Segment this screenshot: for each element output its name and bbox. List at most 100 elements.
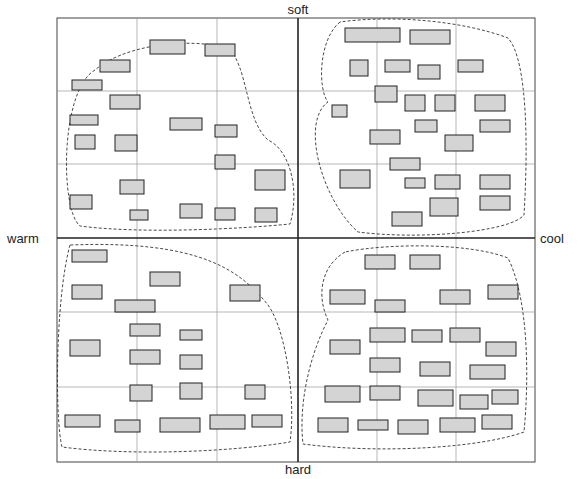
product-thumbnail bbox=[350, 60, 368, 76]
product-thumbnail bbox=[480, 175, 510, 189]
product-thumbnail bbox=[458, 60, 483, 72]
map-frame bbox=[57, 18, 535, 462]
product-thumbnail bbox=[325, 386, 360, 402]
product-thumbnail bbox=[358, 420, 388, 430]
product-thumbnail bbox=[150, 272, 180, 286]
grid-line bbox=[57, 387, 535, 388]
product-thumbnail bbox=[115, 420, 140, 432]
product-thumbnail bbox=[410, 30, 450, 44]
product-thumbnail bbox=[72, 250, 107, 262]
product-thumbnail bbox=[150, 40, 185, 54]
product-thumbnail bbox=[405, 95, 425, 111]
product-thumbnail bbox=[440, 418, 475, 432]
grid-line bbox=[57, 91, 535, 92]
product-thumbnail bbox=[475, 95, 505, 111]
axis-line bbox=[297, 18, 299, 462]
product-thumbnail bbox=[330, 290, 365, 304]
product-thumbnail bbox=[480, 120, 510, 132]
product-thumbnail bbox=[65, 415, 100, 427]
product-thumbnail bbox=[385, 60, 410, 72]
grid-line bbox=[57, 164, 535, 165]
product-thumbnail bbox=[245, 385, 265, 399]
product-thumbnail bbox=[100, 60, 130, 72]
product-thumbnail bbox=[482, 415, 512, 429]
product-thumbnail bbox=[488, 285, 518, 299]
cluster-outline bbox=[66, 43, 293, 230]
product-thumbnail bbox=[115, 300, 155, 312]
product-thumbnail bbox=[470, 365, 505, 379]
axis-label: cool bbox=[539, 232, 565, 245]
product-thumbnail bbox=[365, 255, 395, 269]
product-thumbnail bbox=[180, 204, 202, 218]
product-thumbnail bbox=[180, 383, 202, 399]
product-thumbnail bbox=[255, 170, 285, 190]
product-thumbnail bbox=[412, 330, 442, 342]
product-thumbnail bbox=[72, 80, 102, 90]
product-thumbnail bbox=[370, 386, 400, 400]
product-thumbnail bbox=[392, 212, 422, 226]
product-thumbnail bbox=[70, 115, 98, 125]
product-thumbnail bbox=[480, 196, 510, 210]
product-thumbnail bbox=[130, 210, 148, 220]
product-thumbnail bbox=[215, 125, 237, 137]
product-thumbnail bbox=[110, 95, 140, 109]
product-thumbnail bbox=[180, 355, 202, 369]
product-thumbnail bbox=[486, 342, 516, 356]
product-thumbnail bbox=[460, 395, 488, 409]
product-thumbnail bbox=[210, 415, 245, 429]
product-thumbnails bbox=[65, 28, 518, 434]
product-thumbnail bbox=[370, 130, 400, 144]
product-thumbnail bbox=[405, 178, 425, 188]
grid-line bbox=[456, 18, 457, 462]
product-thumbnail bbox=[115, 135, 137, 151]
product-thumbnail bbox=[332, 105, 347, 117]
product-thumbnail bbox=[330, 340, 360, 354]
grid-line bbox=[217, 18, 218, 462]
product-thumbnail bbox=[390, 158, 420, 170]
cluster-outline bbox=[315, 19, 526, 235]
product-thumbnail bbox=[340, 170, 370, 188]
product-thumbnail bbox=[255, 208, 277, 222]
product-thumbnail bbox=[370, 358, 400, 372]
product-thumbnail bbox=[72, 285, 102, 299]
product-thumbnail bbox=[375, 86, 397, 102]
product-thumbnail bbox=[180, 330, 202, 340]
product-thumbnail bbox=[318, 418, 348, 432]
product-thumbnail bbox=[130, 350, 160, 364]
axis-label: soft bbox=[287, 3, 310, 16]
product-thumbnail bbox=[215, 208, 235, 220]
product-thumbnail bbox=[440, 290, 470, 304]
product-thumbnail bbox=[415, 120, 437, 132]
product-thumbnail bbox=[492, 390, 518, 404]
product-thumbnail bbox=[410, 255, 440, 269]
axis-label: warm bbox=[6, 232, 40, 245]
product-thumbnail bbox=[70, 340, 100, 356]
product-thumbnail bbox=[375, 300, 405, 312]
product-thumbnail bbox=[130, 324, 160, 336]
axis-label: hard bbox=[284, 463, 312, 476]
product-thumbnail bbox=[435, 175, 460, 189]
product-thumbnail bbox=[418, 390, 453, 406]
minor-grid bbox=[57, 18, 535, 462]
cluster-outline bbox=[302, 246, 527, 449]
product-thumbnail bbox=[370, 328, 405, 342]
product-thumbnail bbox=[420, 362, 450, 376]
cluster-outlines bbox=[57, 19, 526, 452]
product-thumbnail bbox=[160, 418, 200, 432]
cluster-outline bbox=[57, 244, 291, 452]
product-thumbnail bbox=[435, 95, 455, 111]
product-thumbnail bbox=[215, 155, 235, 169]
product-thumbnail bbox=[445, 135, 473, 151]
product-thumbnail bbox=[70, 195, 92, 209]
product-thumbnail bbox=[430, 198, 458, 216]
product-thumbnail bbox=[450, 328, 480, 342]
product-thumbnail bbox=[170, 118, 202, 130]
product-thumbnail bbox=[205, 44, 235, 56]
product-thumbnail bbox=[230, 285, 260, 301]
product-thumbnail bbox=[75, 135, 95, 149]
product-thumbnail bbox=[252, 415, 282, 427]
product-thumbnail bbox=[130, 385, 152, 401]
product-thumbnail bbox=[120, 180, 144, 194]
product-thumbnail bbox=[345, 28, 400, 42]
axis-line bbox=[57, 237, 535, 239]
